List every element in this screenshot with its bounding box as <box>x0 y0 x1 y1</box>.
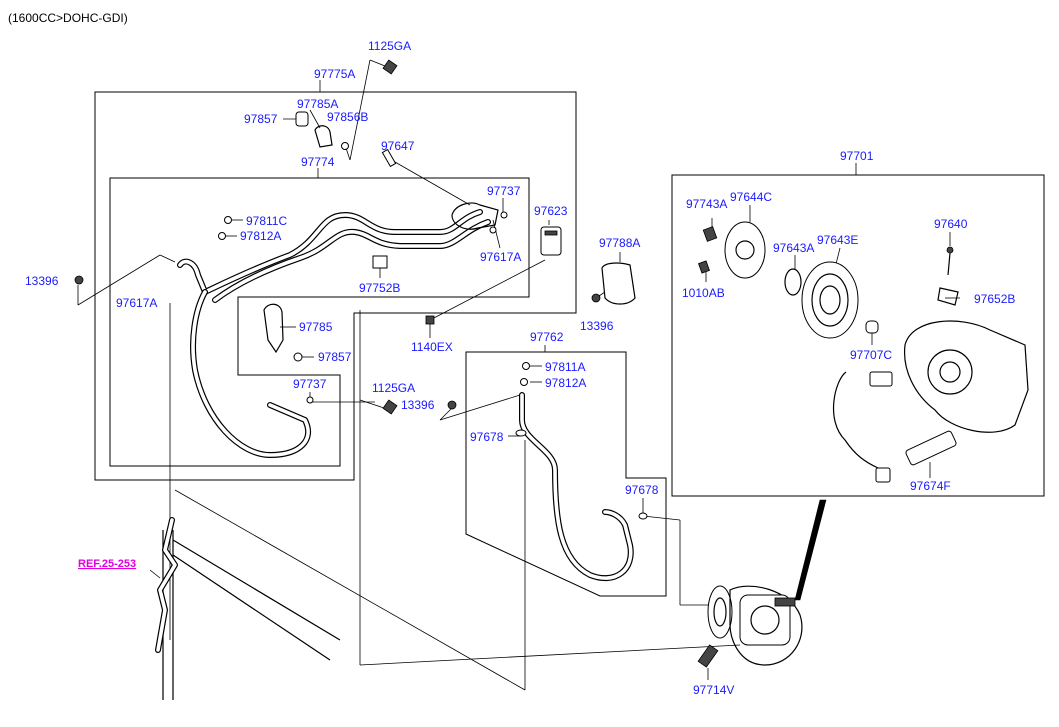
discharge-hose-97762 <box>519 392 634 582</box>
label-13396-left[interactable]: 13396 <box>25 274 59 288</box>
label-97701[interactable]: 97701 <box>840 149 874 163</box>
engine-spec-header: (1600CC>DOHC-GDI) <box>8 11 128 25</box>
label-97640[interactable]: 97640 <box>934 217 968 231</box>
box-97701-compressor-kit <box>671 174 1045 497</box>
label-97707C[interactable]: 97707C <box>850 348 892 362</box>
label-97788A[interactable]: 97788A <box>599 236 640 250</box>
label-13396-mid[interactable]: 13396 <box>401 398 435 412</box>
label-97644C[interactable]: 97644C <box>730 190 772 204</box>
label-97737-mid[interactable]: 97737 <box>293 377 327 391</box>
box-97762-assembly <box>465 351 667 597</box>
label-97678-left[interactable]: 97678 <box>470 430 504 444</box>
label-97856B[interactable]: 97856B <box>327 110 368 124</box>
label-97812A-top[interactable]: 97812A <box>240 229 281 243</box>
part-labels: 1125GA 97775A 97785A 97857 97856B 97647 … <box>25 39 1015 697</box>
label-97752B[interactable]: 97752B <box>359 281 400 295</box>
leader-lines <box>77 59 960 691</box>
label-97678-right[interactable]: 97678 <box>625 483 659 497</box>
label-97737-top[interactable]: 97737 <box>487 184 521 198</box>
label-1010AB[interactable]: 1010AB <box>682 286 725 300</box>
label-97811C[interactable]: 97811C <box>246 214 287 228</box>
label-97785[interactable]: 97785 <box>299 320 333 334</box>
label-97647[interactable]: 97647 <box>381 139 415 153</box>
fitting-parts <box>74 59 719 668</box>
compressor-main <box>707 585 803 666</box>
label-97774[interactable]: 97774 <box>301 155 335 169</box>
reference-link[interactable]: REF.25-253 <box>78 558 136 570</box>
suction-hose-97774 <box>177 209 491 458</box>
label-97811A[interactable]: 97811A <box>545 360 585 374</box>
label-97743A[interactable]: 97743A <box>686 197 727 211</box>
label-97674F[interactable]: 97674F <box>910 479 951 493</box>
label-1125GA-mid[interactable]: 1125GA <box>372 381 415 395</box>
label-97762[interactable]: 97762 <box>530 330 564 344</box>
label-97643E[interactable]: 97643E <box>817 233 858 247</box>
label-97785A[interactable]: 97785A <box>297 97 338 111</box>
label-13396-right[interactable]: 13396 <box>580 319 614 333</box>
label-1140EX[interactable]: 1140EX <box>411 340 453 354</box>
compressor-kit-parts <box>698 221 1029 483</box>
label-97652B[interactable]: 97652B <box>974 292 1015 306</box>
label-97643A[interactable]: 97643A <box>773 241 814 255</box>
box-97775a-assembly <box>94 91 577 481</box>
label-1125GA-top[interactable]: 1125GA <box>368 39 411 53</box>
label-97812A-mid[interactable]: 97812A <box>545 376 586 390</box>
label-97623[interactable]: 97623 <box>534 204 568 218</box>
label-97857-mid[interactable]: 97857 <box>318 350 352 364</box>
label-97617A-left[interactable]: 97617A <box>116 296 157 310</box>
condenser-ref <box>149 517 341 700</box>
label-97775A[interactable]: 97775A <box>314 67 355 81</box>
label-97857-top[interactable]: 97857 <box>244 112 278 126</box>
label-97617A-right[interactable]: 97617A <box>480 250 521 264</box>
label-97714V[interactable]: 97714V <box>693 683 734 697</box>
box-97774-assembly <box>109 177 530 467</box>
